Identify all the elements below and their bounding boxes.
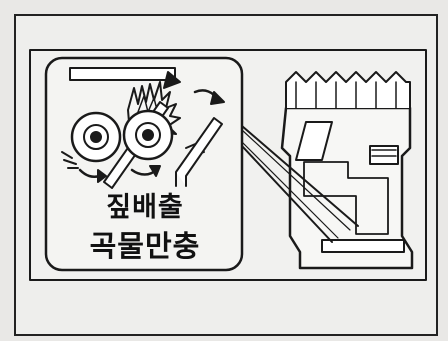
bottom-conveyor <box>321 239 405 253</box>
roller-right-hub <box>135 122 161 148</box>
control-box <box>369 145 399 165</box>
pointer-line-upper-inner <box>241 129 351 231</box>
grain-full-label: 곡물만충 <box>89 229 201 263</box>
grain-window <box>295 121 333 161</box>
roller-left-axle <box>90 131 102 143</box>
straw-bits <box>61 151 79 169</box>
rotation-arrow-left-head <box>97 169 107 183</box>
roller-right-axle <box>142 129 154 141</box>
control-box-lines <box>371 149 397 157</box>
straw-discharge-box <box>44 56 244 272</box>
chute-arrow-tip <box>163 71 181 89</box>
flow-arrow-top-head <box>210 91 225 105</box>
pointer-line-upper <box>241 125 359 227</box>
rotation-arrow-right-head <box>149 165 161 177</box>
pointer-line-lower <box>241 145 333 243</box>
inner-compartment <box>303 161 389 235</box>
chute-top-bar <box>69 67 176 81</box>
discharge-chute <box>175 117 223 187</box>
grain-tank-top <box>285 71 411 109</box>
roller-left-hub <box>83 124 109 150</box>
pointer-line-lower-inner <box>241 141 339 239</box>
straw-discharge-label: 짚배출 <box>106 192 184 223</box>
grain-tank-ribs <box>295 81 397 109</box>
